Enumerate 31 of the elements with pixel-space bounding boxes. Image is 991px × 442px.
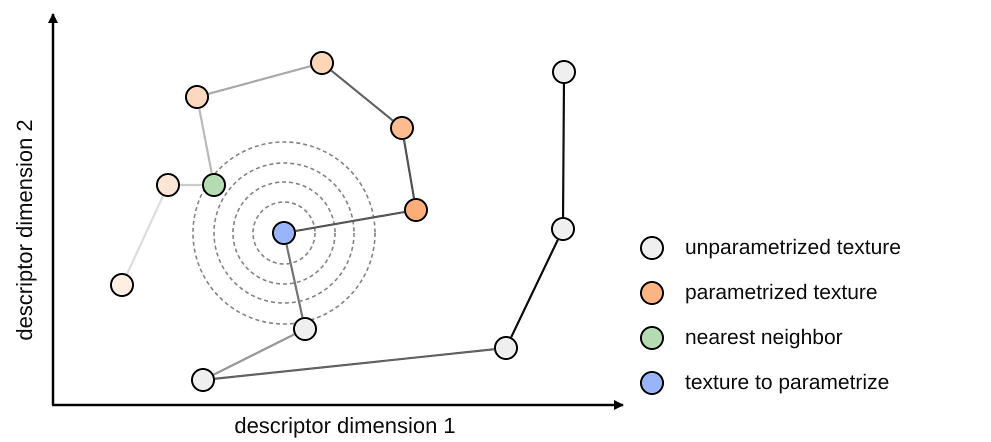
connector-line	[208, 65, 311, 95]
texture-point	[293, 317, 317, 341]
connector-line	[510, 239, 559, 338]
texture-point	[185, 85, 209, 109]
legend-text: parametrized texture	[685, 280, 878, 306]
texture-point	[202, 173, 226, 197]
legend-text: texture to parametrize	[685, 370, 890, 396]
legend-text: unparametrized texture	[685, 235, 901, 261]
connector-line	[214, 348, 494, 380]
connector-line	[213, 333, 295, 376]
texture-point	[156, 173, 180, 197]
texture-point	[110, 273, 134, 297]
texture-point	[494, 336, 518, 360]
texture-point	[310, 51, 334, 75]
axis-label: descriptor dimension 1	[234, 415, 456, 437]
connector-line	[296, 210, 404, 232]
connector-line	[562, 84, 566, 217]
texture-point	[191, 368, 215, 392]
texture-point	[390, 116, 414, 140]
connector-line	[286, 244, 304, 318]
texture-point	[552, 60, 576, 84]
connector-line	[180, 184, 202, 186]
texture-point	[404, 198, 428, 222]
texture-point	[272, 221, 296, 245]
connector-line	[402, 140, 416, 198]
connector-line	[198, 108, 213, 174]
connector-line	[126, 195, 164, 275]
connector-line	[330, 70, 394, 122]
texture-point	[551, 217, 575, 241]
axis-label: descriptor dimension 2	[14, 119, 36, 341]
legend-text: nearest neighbor	[685, 325, 843, 351]
